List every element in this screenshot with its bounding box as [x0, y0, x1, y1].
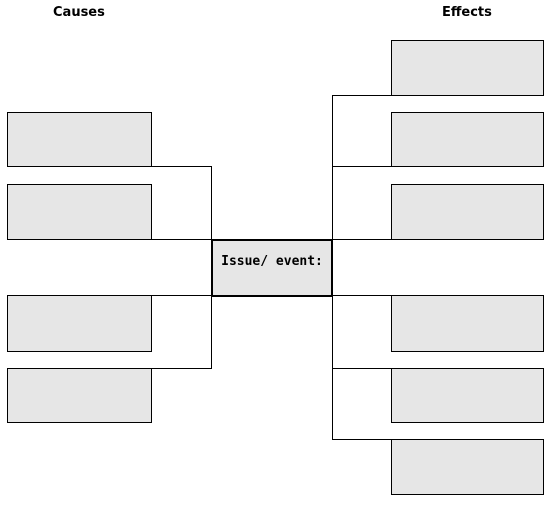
issue-event-box[interactable]: Issue/ event: — [211, 239, 333, 297]
causes-heading: Causes — [53, 5, 105, 20]
effect-box-2[interactable] — [391, 112, 544, 167]
issue-event-label: Issue/ event: — [221, 254, 323, 269]
effect-box-1[interactable] — [391, 40, 544, 96]
effect-box-6[interactable] — [391, 439, 544, 495]
cause-box-2[interactable] — [7, 184, 152, 240]
cause-box-4[interactable] — [7, 368, 152, 423]
effect-box-3[interactable] — [391, 184, 544, 240]
effects-heading: Effects — [442, 5, 492, 20]
effect-box-4[interactable] — [391, 295, 544, 352]
effect-box-5[interactable] — [391, 368, 544, 423]
cause-box-3[interactable] — [7, 295, 152, 352]
cause-box-1[interactable] — [7, 112, 152, 167]
